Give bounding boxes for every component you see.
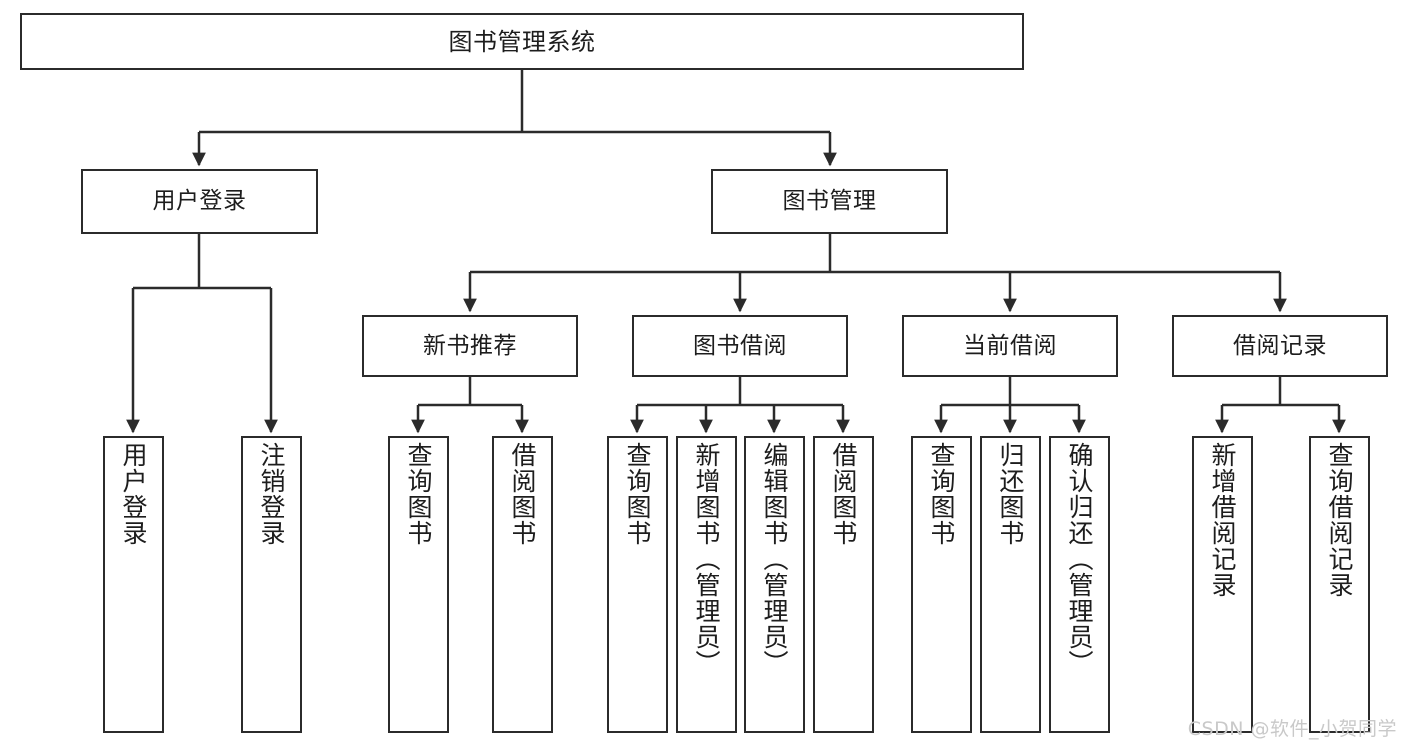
node-leaf-borrow-book-1-label: 借阅图书: [508, 442, 537, 546]
node-leaf-user-login[interactable]: 用户登录: [103, 436, 164, 733]
node-root[interactable]: 图书管理系统: [20, 13, 1024, 70]
node-leaf-edit-book[interactable]: 编辑图书（管理员）: [744, 436, 805, 733]
node-leaf-edit-book-label: 编辑图书（管理员）: [760, 442, 789, 676]
node-current-borrow-label: 当前借阅: [963, 332, 1057, 359]
node-leaf-return-book-label: 归还图书: [996, 442, 1025, 546]
node-leaf-logout[interactable]: 注销登录: [241, 436, 302, 733]
node-leaf-logout-label: 注销登录: [257, 442, 286, 546]
node-leaf-query-record-label: 查询借阅记录: [1325, 442, 1354, 598]
node-leaf-borrow-book-1[interactable]: 借阅图书: [492, 436, 553, 733]
node-new-book-recommend-label: 新书推荐: [423, 332, 517, 359]
node-leaf-borrow-book-2[interactable]: 借阅图书: [813, 436, 874, 733]
node-current-borrow[interactable]: 当前借阅: [902, 315, 1118, 377]
node-borrow-record-label: 借阅记录: [1233, 332, 1327, 359]
node-leaf-query-book-1-label: 查询图书: [404, 442, 433, 546]
node-leaf-query-record[interactable]: 查询借阅记录: [1309, 436, 1370, 733]
node-leaf-add-record-label: 新增借阅记录: [1208, 442, 1237, 598]
node-leaf-confirm-return[interactable]: 确认归还（管理员）: [1049, 436, 1110, 733]
node-leaf-return-book[interactable]: 归还图书: [980, 436, 1041, 733]
node-leaf-query-book-3[interactable]: 查询图书: [911, 436, 972, 733]
node-leaf-confirm-return-label: 确认归还（管理员）: [1065, 442, 1094, 676]
node-leaf-query-book-2[interactable]: 查询图书: [607, 436, 668, 733]
node-book-borrow-label: 图书借阅: [693, 332, 787, 359]
node-user-login[interactable]: 用户登录: [81, 169, 318, 234]
node-leaf-add-record[interactable]: 新增借阅记录: [1192, 436, 1253, 733]
node-root-label: 图书管理系统: [448, 27, 596, 56]
node-leaf-add-book[interactable]: 新增图书（管理员）: [676, 436, 737, 733]
node-book-borrow[interactable]: 图书借阅: [632, 315, 848, 377]
node-leaf-query-book-3-label: 查询图书: [927, 442, 956, 546]
node-leaf-add-book-label: 新增图书（管理员）: [692, 442, 721, 676]
node-new-book-recommend[interactable]: 新书推荐: [362, 315, 578, 377]
node-leaf-query-book-2-label: 查询图书: [623, 442, 652, 546]
node-book-management-label: 图书管理: [782, 188, 877, 214]
node-leaf-borrow-book-2-label: 借阅图书: [829, 442, 858, 546]
node-leaf-user-login-label: 用户登录: [119, 442, 148, 546]
node-borrow-record[interactable]: 借阅记录: [1172, 315, 1388, 377]
node-book-management[interactable]: 图书管理: [711, 169, 948, 234]
node-user-login-label: 用户登录: [152, 188, 247, 214]
node-leaf-query-book-1[interactable]: 查询图书: [388, 436, 449, 733]
